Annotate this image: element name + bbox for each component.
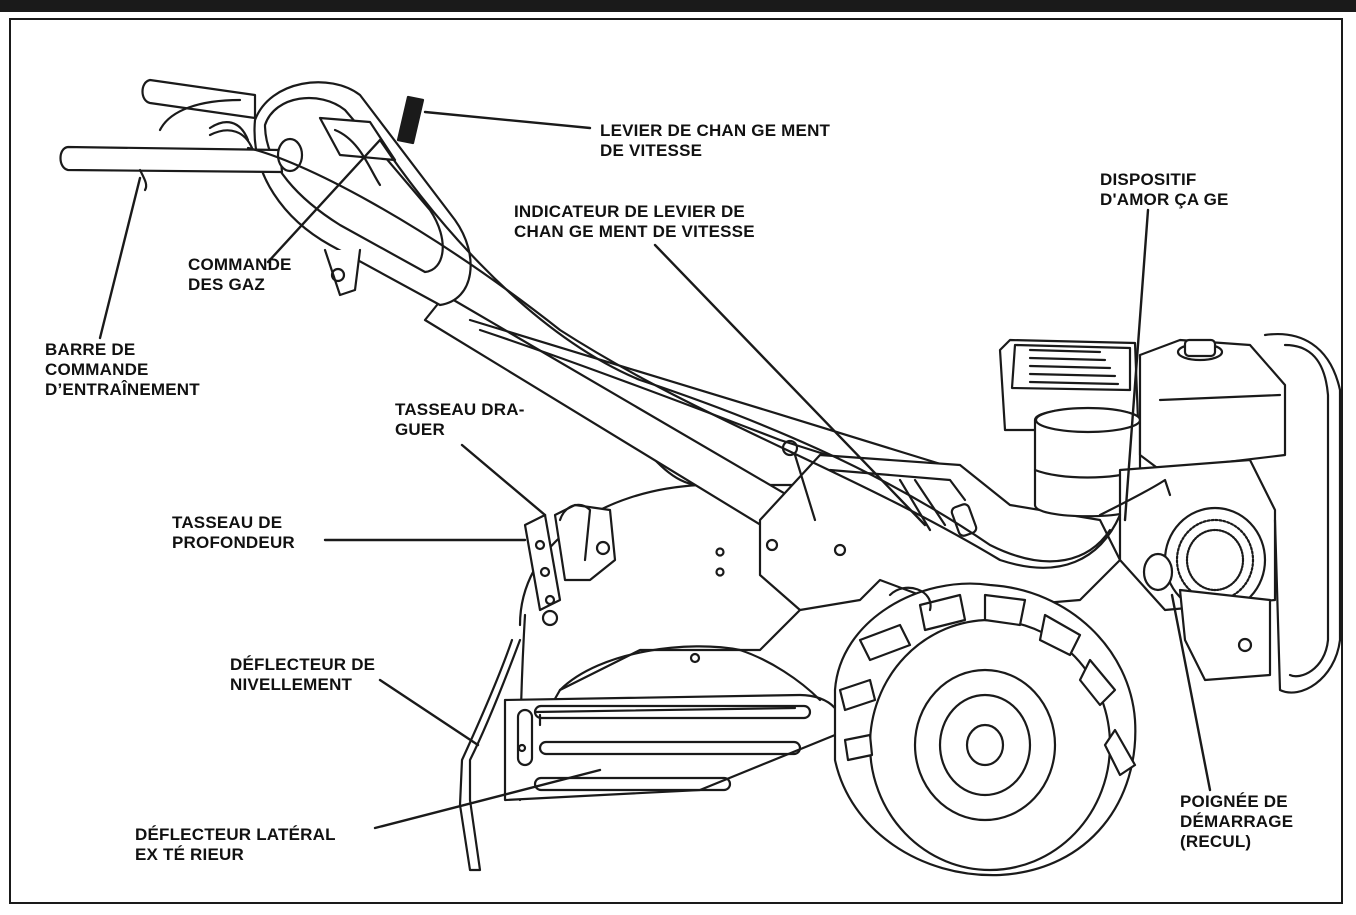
label-drive-bar-line1: BARRE DE: [45, 340, 136, 359]
label-leveling-deflector-line1: DÉFLECTEUR DE: [230, 655, 376, 674]
air-filter-grille: [1028, 348, 1120, 386]
label-gear-indicator-line1: INDICATEUR DE LEVIER DE: [514, 202, 745, 221]
leader-gear-lever: [423, 110, 592, 130]
leader-starter-handle: [1170, 593, 1212, 792]
label-gear-lever-line1: LEVIER DE CHAN GE MENT: [600, 121, 831, 140]
label-throttle-line1: COMMANDE: [188, 255, 292, 274]
control-console: [253, 81, 472, 307]
label-gear-lever: LEVIER DE CHAN GE MENT DE VITESSE: [600, 121, 830, 161]
label-gear-lever-line2: DE VITESSE: [600, 141, 703, 160]
engine: [998, 333, 1342, 694]
leader-gear-indicator: [653, 243, 927, 527]
label-leveling-deflector: DÉFLECTEUR DE NIVELLEMENT: [230, 655, 375, 695]
wheel: [833, 582, 1137, 877]
top-rule: [0, 0, 1356, 12]
label-starter-handle: POIGNÉE DE DÉMARRAGE (RECUL): [1180, 792, 1293, 852]
leader-drive-bar: [98, 176, 142, 340]
label-throttle-line2: DES GAZ: [188, 275, 265, 294]
label-gear-indicator: INDICATEUR DE LEVIER DE CHAN GE MENT DE …: [514, 202, 755, 242]
diagram-frame: [9, 18, 1343, 904]
handle-grips: [59, 78, 304, 192]
label-side-deflector-line2: EX TÉ RIEUR: [135, 845, 244, 864]
leader-side-deflector: [373, 768, 602, 830]
label-choke: DISPOSITIF D'AMOR ÇA GE: [1100, 170, 1229, 210]
label-depth-stake-line1: TASSEAU DE: [172, 513, 283, 532]
label-drive-bar-line2: COMMANDE: [45, 360, 149, 379]
label-drive-bar: BARRE DE COMMANDE D’ENTRAÎNEMENT: [45, 340, 200, 400]
leader-lines: [98, 110, 1212, 830]
label-throttle: COMMANDE DES GAZ: [188, 255, 292, 295]
label-starter-handle-line2: DÉMARRAGE: [1180, 812, 1294, 831]
label-side-deflector-line1: DÉFLECTEUR LATÉRAL: [135, 825, 336, 844]
label-drag-stake-line2: GUER: [395, 420, 445, 439]
leader-choke: [1123, 208, 1150, 522]
leader-drag-stake: [460, 443, 547, 517]
recoil-starter: [1142, 506, 1267, 614]
label-drive-bar-line3: D’ENTRAÎNEMENT: [45, 380, 200, 399]
label-leveling-deflector-line2: NIVELLEMENT: [230, 675, 353, 694]
label-choke-line1: DISPOSITIF: [1100, 170, 1197, 189]
label-starter-handle-line1: POIGNÉE DE: [1180, 792, 1288, 811]
label-gear-indicator-line2: CHAN GE MENT DE VITESSE: [514, 222, 755, 241]
label-starter-handle-line3: (RECUL): [1180, 832, 1252, 851]
control-cables: [246, 138, 1122, 569]
label-drag-stake-line1: TASSEAU DRA-: [395, 400, 525, 419]
label-choke-line2: D'AMOR ÇA GE: [1100, 190, 1229, 209]
label-drag-stake: TASSEAU DRA- GUER: [395, 400, 525, 440]
gear-lever-shape: [396, 95, 425, 145]
label-side-deflector: DÉFLECTEUR LATÉRAL EX TÉ RIEUR: [135, 825, 336, 865]
stake-brackets: [523, 503, 617, 627]
leveling-deflector-shape: [458, 638, 522, 872]
label-depth-stake-line2: PROFONDEUR: [172, 533, 295, 552]
leader-leveling-deflector: [378, 678, 480, 747]
label-depth-stake: TASSEAU DE PROFONDEUR: [172, 513, 295, 553]
leader-throttle: [266, 138, 382, 264]
